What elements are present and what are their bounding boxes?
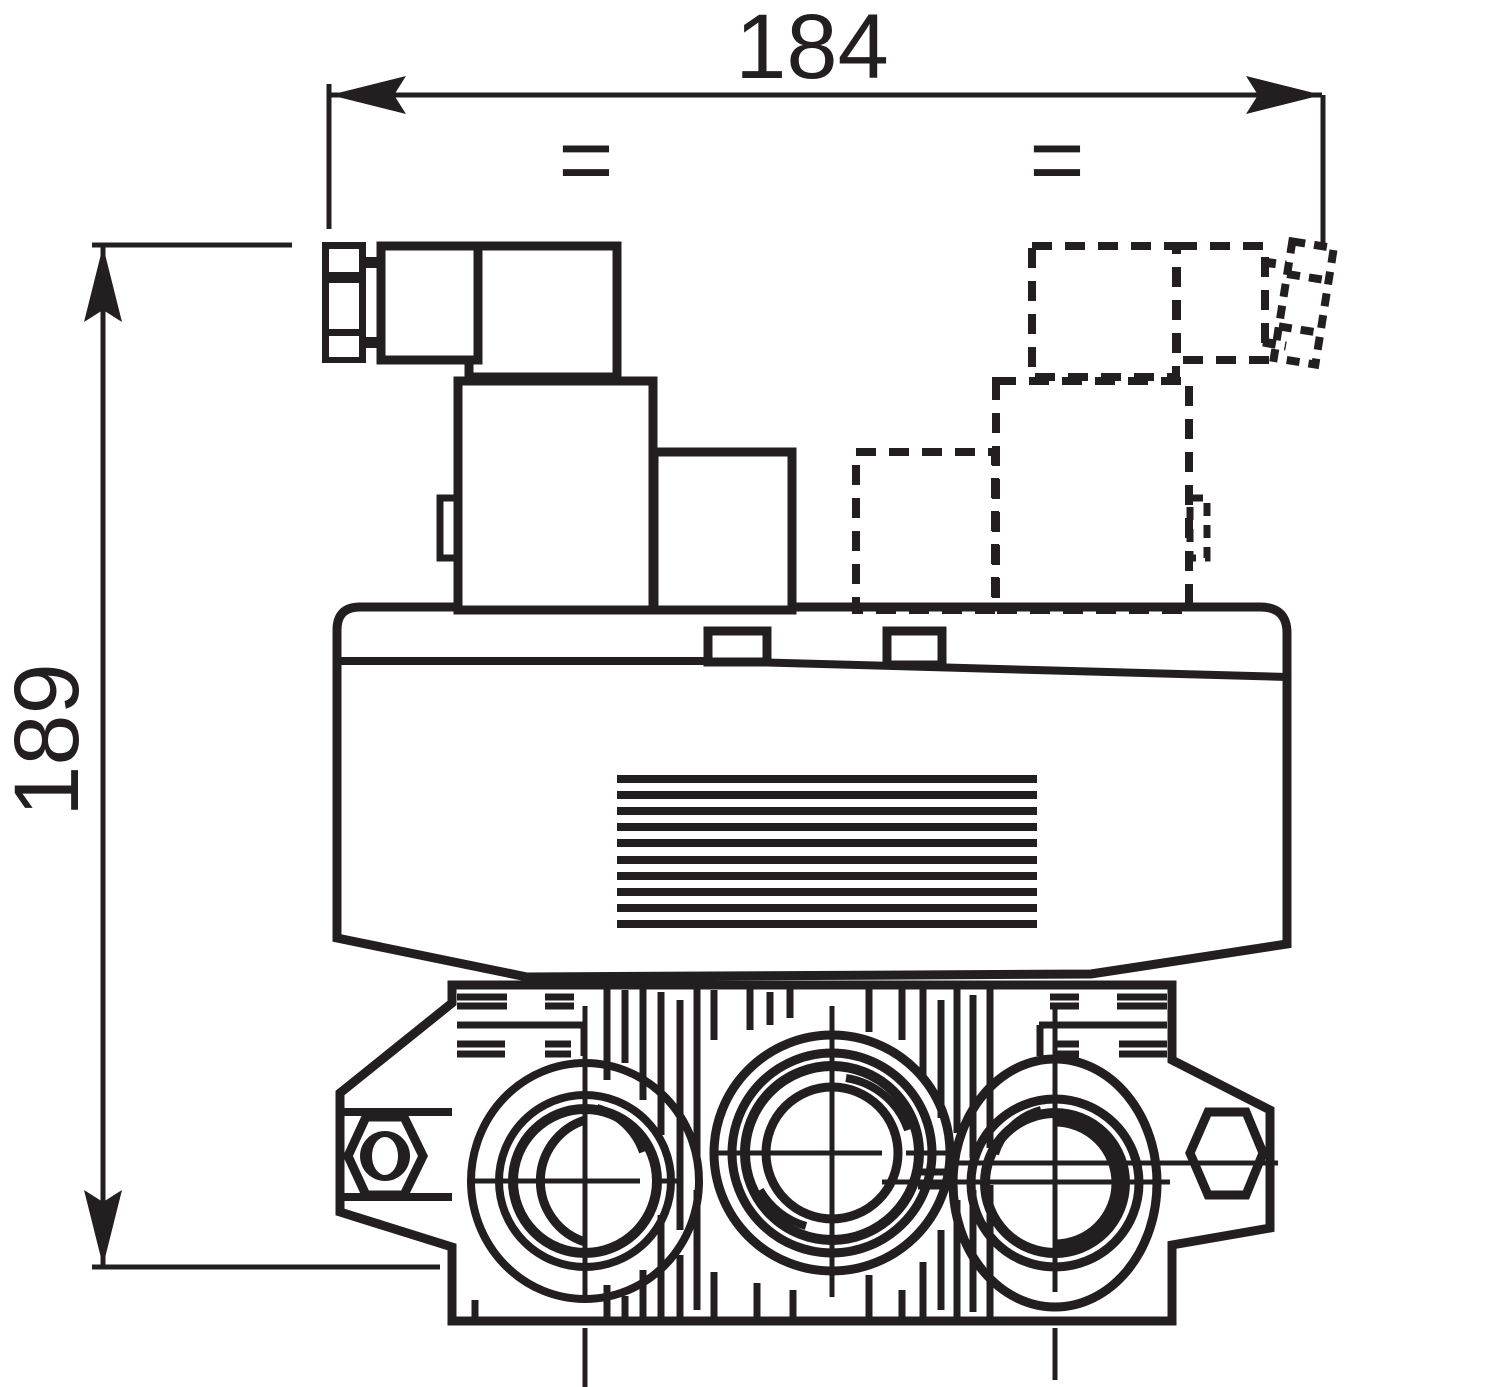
- gland-neck-dashed-top: [1262, 257, 1287, 270]
- vent-grille: [617, 775, 1037, 928]
- cover-tab-right: [882, 626, 947, 670]
- symmetry-mark-left: =: [558, 107, 613, 213]
- cable-gland-nut-dashed: [1269, 236, 1339, 370]
- hex-plug-right: [1185, 1107, 1268, 1200]
- solenoid-coil-dashed: [992, 377, 1193, 614]
- surface-grain-hatch: [471, 987, 994, 1318]
- solenoid-assembly-alternate-dashed: [852, 236, 1339, 614]
- dimension-width-label: 184: [735, 0, 889, 98]
- port-right: [882, 1006, 1170, 1380]
- port-block: [335, 980, 1278, 1387]
- symmetry-mark-right: =: [1029, 107, 1084, 213]
- gland-neck-dashed-bottom: [1262, 337, 1287, 351]
- dimension-height: 189: [0, 242, 440, 1270]
- valve-body: [332, 602, 1292, 982]
- thread-hatch-left: [457, 993, 588, 1058]
- dimension-height-label: 189: [0, 663, 98, 817]
- cable-gland-nut: [322, 242, 383, 363]
- coil-side-tab: [436, 494, 461, 562]
- plug-housing: [464, 241, 622, 382]
- coil-side-tab-dashed: [1186, 494, 1211, 562]
- thread-hatch-right: [1036, 993, 1167, 1058]
- mounting-lug-left: [342, 1108, 452, 1201]
- arrow-left-icon: [330, 76, 406, 114]
- plug-body-dashed: [1173, 242, 1269, 364]
- cover-tab-left: [703, 626, 772, 667]
- valve-step-block-dashed: [852, 448, 999, 614]
- plug-body: [376, 241, 483, 365]
- port-left: [467, 1006, 703, 1387]
- arrow-up-icon: [84, 246, 122, 322]
- solenoid-assembly: [322, 241, 797, 615]
- valve-step-block: [649, 447, 797, 615]
- port-middle: [709, 1006, 955, 1297]
- dimension-width: 184: [326, 0, 1326, 244]
- plug-housing-dashed: [1028, 242, 1180, 381]
- arrow-right-icon: [1246, 76, 1322, 114]
- arrow-down-icon: [84, 1190, 122, 1266]
- solenoid-coil: [453, 376, 658, 615]
